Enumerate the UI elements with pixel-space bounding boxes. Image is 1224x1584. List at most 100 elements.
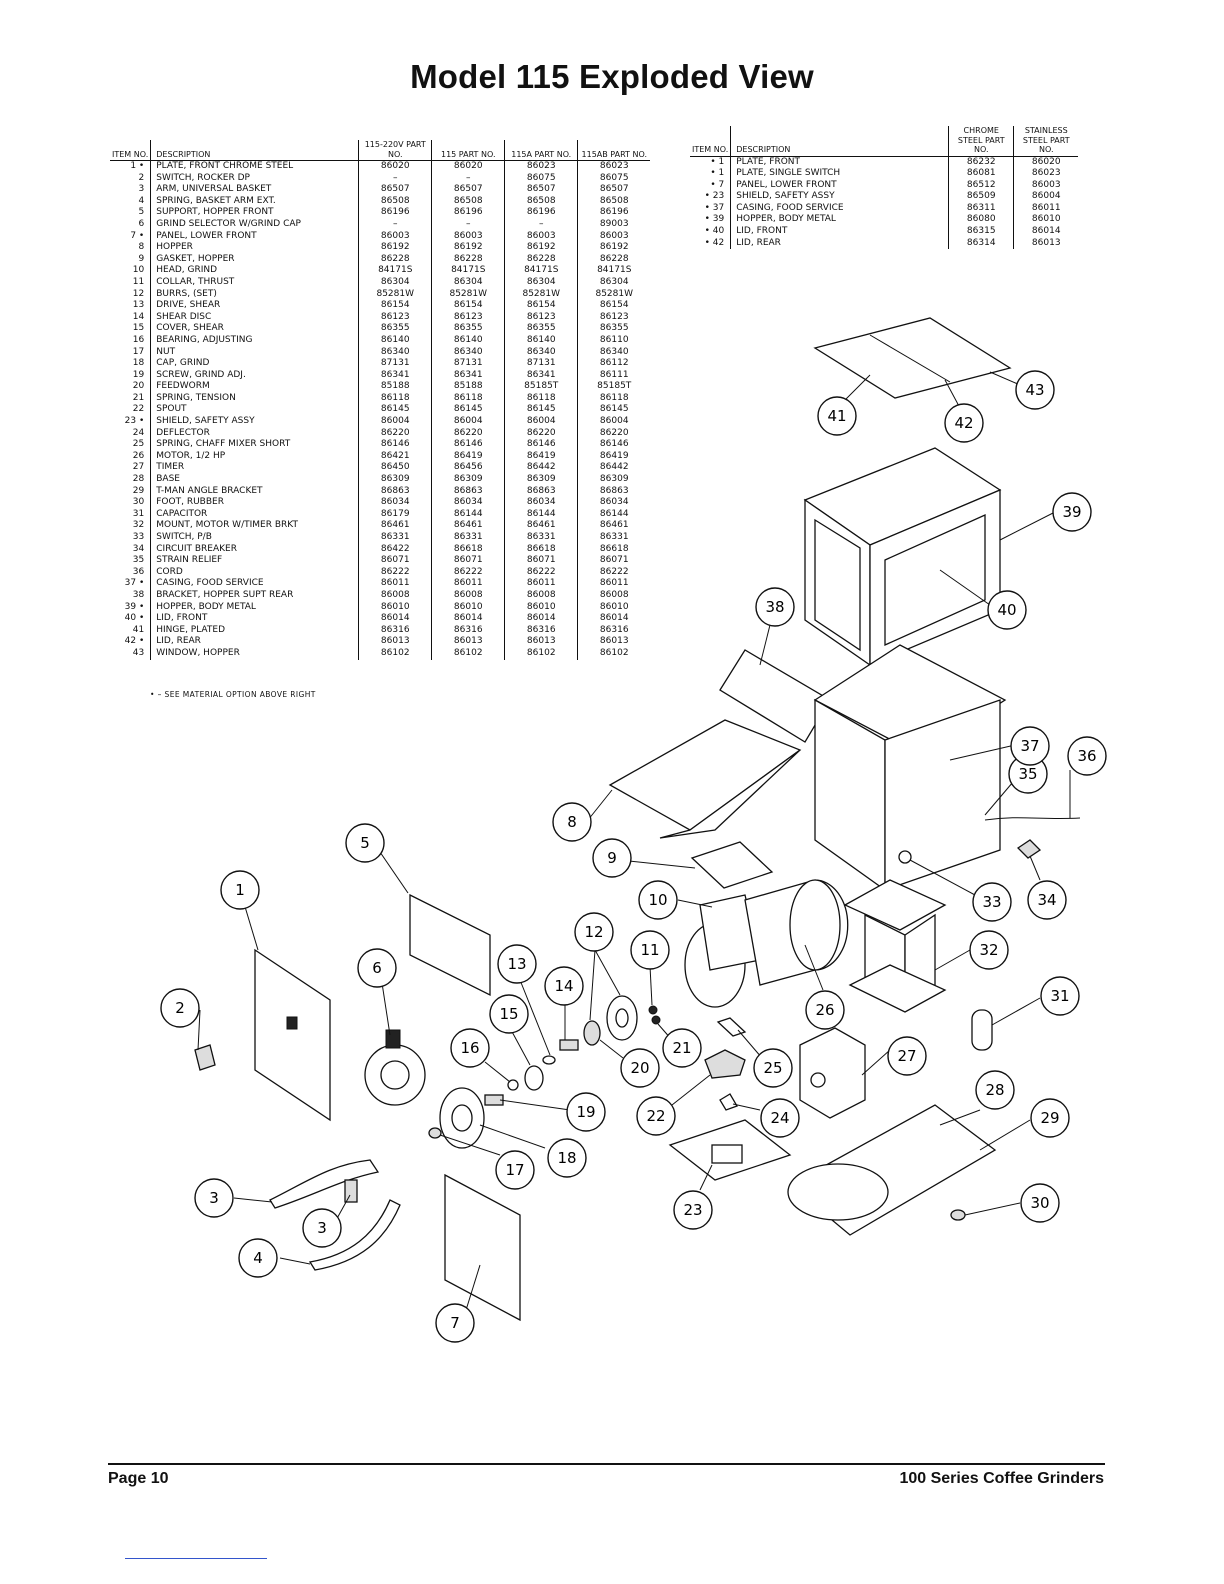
part-no-115: 86003 <box>431 230 505 243</box>
item-no: 34 <box>132 543 145 554</box>
item-no: • 7 <box>710 179 725 190</box>
callout-number: 34 <box>1037 891 1056 909</box>
callout-3: 3 <box>194 1178 234 1218</box>
part-no-115: 86341 <box>431 369 505 382</box>
part-no-115-220v: 86863 <box>358 485 432 498</box>
document-series: 100 Series Coffee Grinders <box>899 1470 1104 1487</box>
callout-number: 38 <box>765 598 784 616</box>
part-no-115-220v: 86421 <box>358 450 432 463</box>
part-no-115-220v: 86034 <box>358 497 432 509</box>
callout-37: 37 <box>1010 726 1050 766</box>
part-no-115-220v: 86008 <box>358 589 432 602</box>
callout-circle <box>450 1028 490 1068</box>
item-no: 15 <box>132 323 145 334</box>
part-no-115-220v: 86355 <box>358 323 432 335</box>
callout-24: 24 <box>760 1098 800 1138</box>
part-no-115: 86331 <box>431 532 505 544</box>
callout-7: 7 <box>435 1303 475 1343</box>
item-no: 28 <box>132 474 145 485</box>
callout-5: 5 <box>345 823 385 863</box>
callout-34: 34 <box>1027 880 1067 920</box>
part-no-115: 84171S <box>431 265 505 277</box>
part-no-115: 86154 <box>431 300 505 312</box>
part-plate-cutout <box>286 1016 298 1030</box>
part-no-115ab: 86192 <box>577 242 651 254</box>
part-no-stainless-steel: 86020 <box>1013 156 1079 169</box>
part-no-115ab: 86220 <box>577 427 651 440</box>
part-no-115a: 86023 <box>504 160 578 173</box>
part-no-115-220v: 86331 <box>358 532 432 544</box>
part-no-stainless-steel: 86003 <box>1013 179 1079 192</box>
part-no-115: 86014 <box>431 613 505 625</box>
callout-14: 14 <box>544 966 584 1006</box>
part-no-115: 86220 <box>431 427 505 440</box>
item-no: 42 • <box>124 636 145 647</box>
material-option-footnote: • – SEE MATERIAL OPTION ABOVE RIGHT <box>150 690 316 699</box>
callout-circle <box>194 1178 234 1218</box>
callout-number: 32 <box>979 941 998 959</box>
part-no-115: 86461 <box>431 520 505 532</box>
callout-number: 17 <box>505 1161 524 1179</box>
callout-number: 30 <box>1030 1194 1049 1212</box>
callout-circle <box>552 802 592 842</box>
description: WINDOW, HOPPER <box>150 647 359 660</box>
description: SWITCH, P/B <box>150 532 359 544</box>
item-no: 39 • <box>124 601 145 612</box>
part-no-115ab: 86316 <box>577 624 651 637</box>
item-no: 4 <box>138 195 145 206</box>
part-no-115: 86020 <box>431 160 505 173</box>
part-no-115ab: 86419 <box>577 450 651 463</box>
part-hopper-body <box>803 447 1002 667</box>
callout-circle <box>1010 726 1050 766</box>
part-no-115-220v: 86071 <box>358 555 432 567</box>
part-no-115: 86618 <box>431 543 505 556</box>
description: SHEAR DISC <box>150 311 359 324</box>
part-no-115a: 86507 <box>504 184 578 196</box>
part-lids <box>813 317 1012 399</box>
part-no-stainless-steel: 86023 <box>1013 168 1079 180</box>
part-no-115a: 86192 <box>504 242 578 254</box>
callout-16: 16 <box>450 1028 490 1068</box>
callout-number: 16 <box>460 1039 479 1057</box>
description: T-MAN ANGLE BRACKET <box>150 485 359 498</box>
callout-25: 25 <box>753 1048 793 1088</box>
part-no-stainless-steel: 86013 <box>1013 237 1079 250</box>
part-gasket <box>690 841 774 889</box>
part-no-115: 86013 <box>431 636 505 648</box>
callout-number: 20 <box>630 1059 649 1077</box>
part-no-115-220v: 85281W <box>358 288 432 301</box>
part-no-chrome-steel: 86081 <box>948 168 1014 180</box>
part-no-115a: 86145 <box>504 404 578 417</box>
part-no-115ab: 86123 <box>577 311 651 324</box>
part-no-115a: 86123 <box>504 311 578 324</box>
callout-circle <box>805 990 845 1030</box>
description: PANEL, LOWER FRONT <box>150 230 359 243</box>
part-motor-and-grind-head <box>684 879 849 1008</box>
item-no: • 40 <box>704 226 725 237</box>
item-no: 9 <box>138 253 145 264</box>
callout-3: 3 <box>302 1208 342 1248</box>
part-no-chrome-steel: 86314 <box>948 237 1014 250</box>
description: HOPPER, BODY METAL <box>150 601 359 614</box>
description: BRACKET, HOPPER SUPT REAR <box>150 589 359 602</box>
part-no-115a: 84171S <box>504 265 578 277</box>
part-no-115a: 86508 <box>504 195 578 208</box>
part-rubber-foot <box>950 1209 966 1221</box>
part-no-115ab: 86340 <box>577 346 651 359</box>
description: BURRS, (SET) <box>150 288 359 301</box>
callout-33: 33 <box>972 882 1012 922</box>
callout-circle <box>975 1070 1015 1110</box>
part-grind-cap-center <box>451 1104 473 1132</box>
